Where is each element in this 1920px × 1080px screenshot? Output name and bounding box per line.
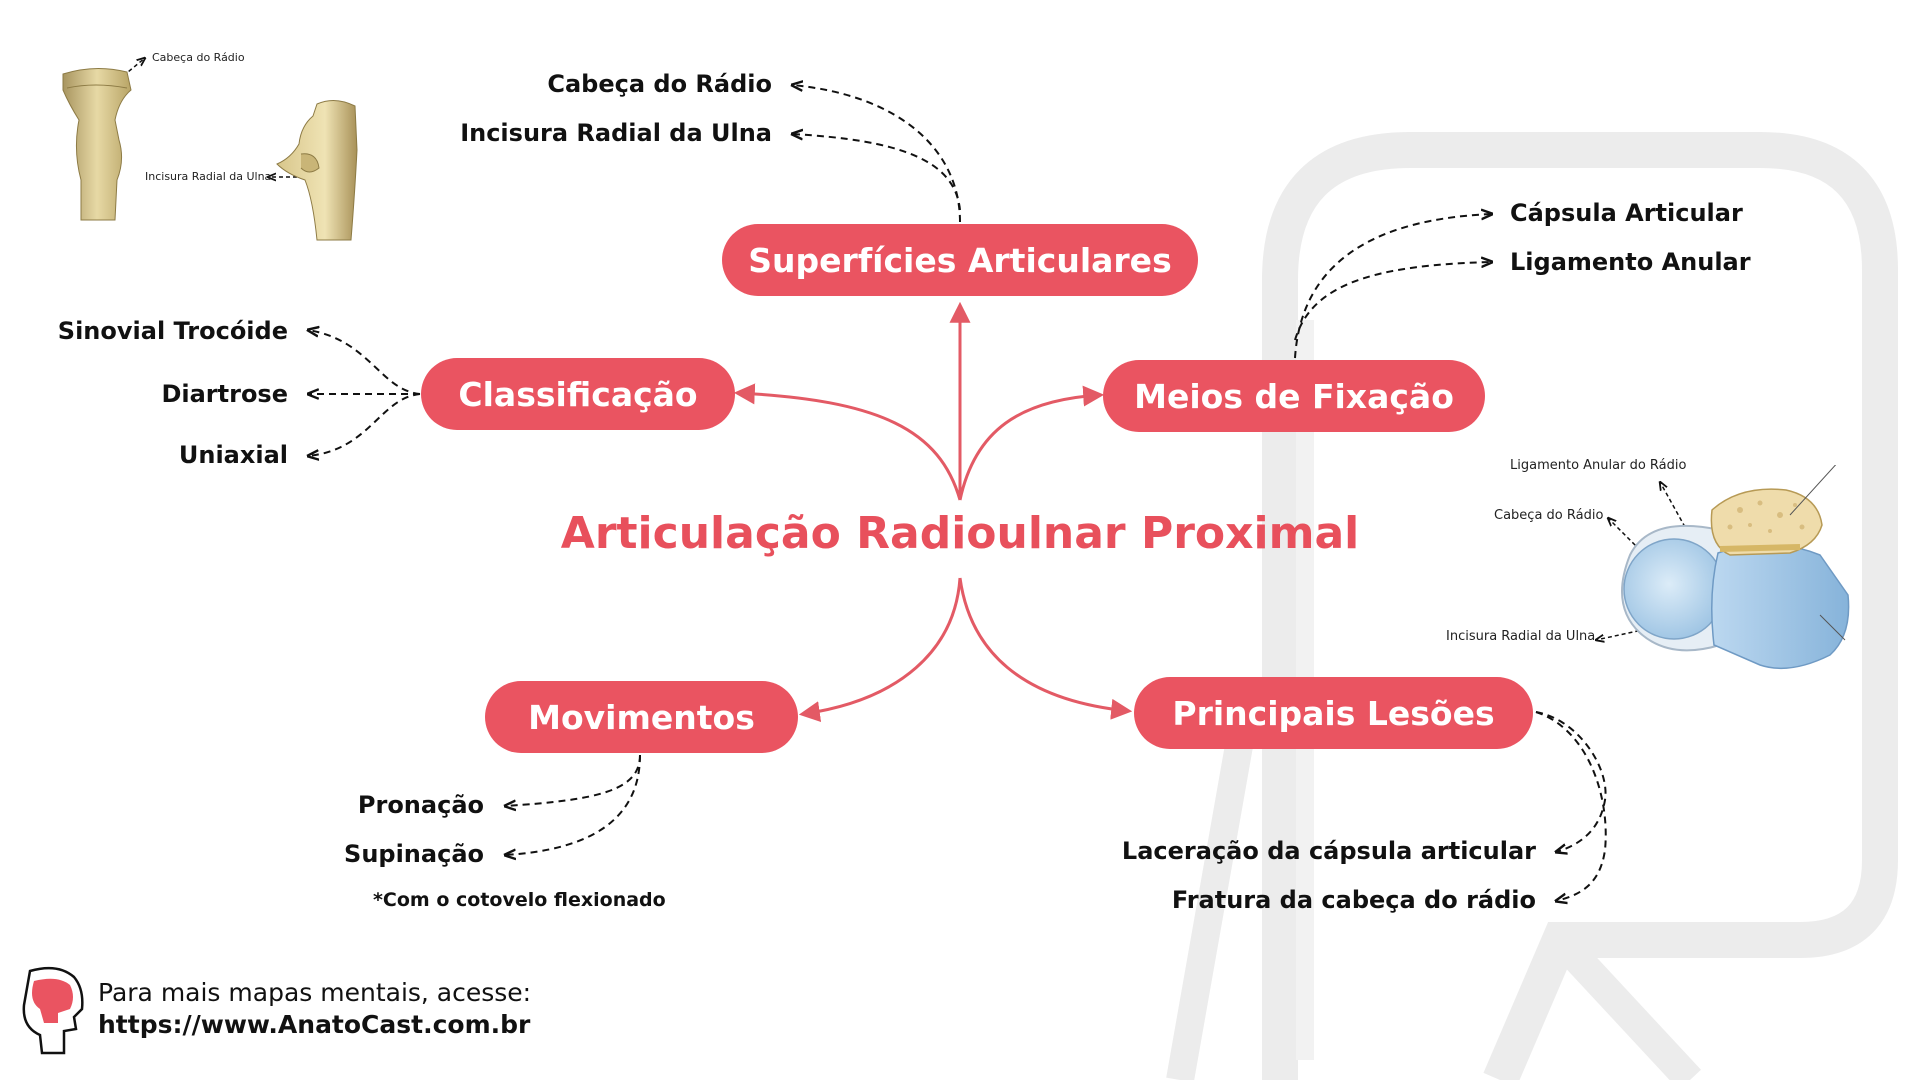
dash-incisura	[792, 134, 961, 211]
dash-cabeca	[792, 85, 961, 223]
movimentos-note: *Com o cotovelo flexionado	[373, 889, 666, 911]
label-supinacao: Supinação	[344, 840, 484, 868]
label-ligamento-anular: Ligamento Anular	[1510, 248, 1751, 276]
joint-illustration-right	[1621, 465, 1850, 670]
label-fratura: Fratura da cabeça do rádio	[1171, 886, 1536, 914]
label-laceracao: Laceração da cápsula articular	[1121, 837, 1536, 865]
dash-supinacao	[505, 754, 641, 855]
footer-text: Para mais mapas mentais, acesse:	[98, 978, 532, 1007]
label-pronacao: Pronação	[357, 791, 484, 819]
label-capsula-articular: Cápsula Articular	[1510, 199, 1743, 227]
label-sinovial-trocoide: Sinovial Trocóide	[57, 317, 288, 345]
link-lesoes	[958, 577, 1133, 720]
node-meios-de-fixacao[interactable]: Meios de Fixação	[1103, 360, 1485, 432]
link-movimentos	[798, 577, 962, 722]
illus-label-ligamento-anular: Ligamento Anular do Rádio	[1510, 458, 1687, 473]
dash-pronacao	[505, 754, 641, 806]
illus-label-incisura-radial: Incisura Radial da Ulna	[1446, 629, 1596, 644]
node-principais-lesoes[interactable]: Principais Lesões	[1134, 677, 1533, 749]
link-classificacao	[733, 383, 962, 501]
dash-uniaxial	[308, 393, 421, 456]
anatocast-logo-icon	[22, 966, 84, 1055]
link-meios	[958, 385, 1105, 501]
label-cabeca-do-radio: Cabeça do Rádio	[547, 70, 772, 98]
illus-label-incisura: Incisura Radial da Ulna	[145, 170, 272, 183]
illus-label-cabeca-radio: Cabeça do Rádio	[1494, 508, 1604, 523]
label-uniaxial: Uniaxial	[178, 441, 288, 469]
footer-link[interactable]: https://www.AnatoCast.com.br	[98, 1010, 531, 1039]
dash-sinovial	[308, 330, 421, 395]
dash-laceracao	[1535, 711, 1607, 852]
dash-ligamento	[1294, 262, 1492, 341]
dash-capsula	[1294, 214, 1492, 359]
label-incisura-radial-da-ulna: Incisura Radial da Ulna	[460, 119, 772, 147]
dash-fratura	[1535, 711, 1607, 901]
node-movimentos[interactable]: Movimentos	[485, 681, 798, 753]
label-diartrose: Diartrose	[161, 380, 288, 408]
center-title: Articulação Radioulnar Proximal	[560, 508, 1360, 559]
illus-label-cabeca: Cabeça do Rádio	[152, 51, 245, 64]
bone-illustration-top-left	[62, 67, 358, 241]
node-superficies-articulares[interactable]: Superfícies Articulares	[722, 224, 1198, 296]
node-classificacao[interactable]: Classificação	[421, 358, 735, 430]
